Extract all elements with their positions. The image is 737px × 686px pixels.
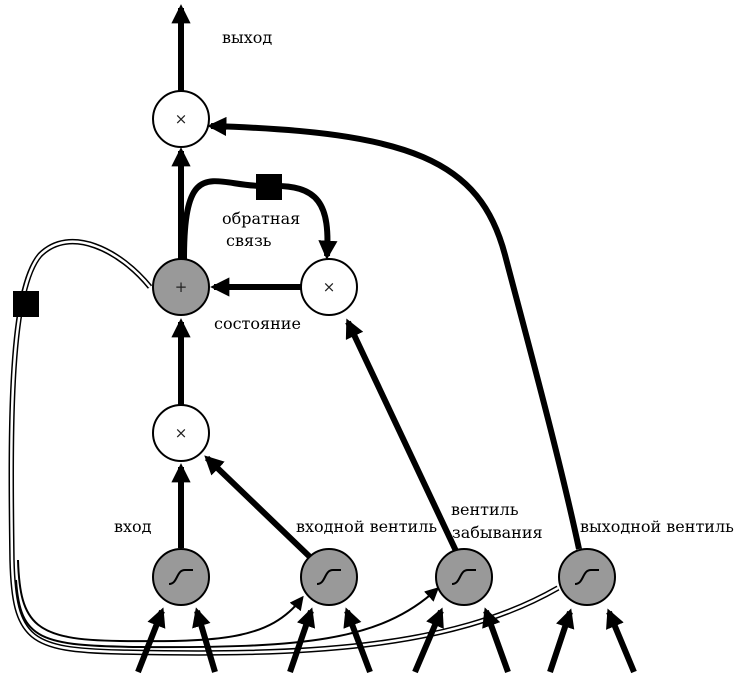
label-state: состояние — [214, 314, 301, 333]
sigmoid-curve-icon — [316, 569, 341, 585]
peephole-line-to-input-gate — [17, 559, 304, 643]
peephole-line-to-forget-gate — [15, 579, 440, 649]
label-forget-gate-line2: забывания — [452, 523, 543, 542]
output-gate-sigmoid-node — [558, 548, 616, 606]
svg-text:+: + — [175, 278, 188, 296]
label-forget-gate-line1: вентиль — [451, 500, 519, 519]
forget-mult-node: × — [300, 258, 358, 316]
forget-gate-sigmoid-node — [435, 548, 493, 606]
arrow-outputgate-to-output-mult — [207, 116, 582, 550]
input-mult-node: × — [152, 404, 210, 462]
label-output-gate: выходной вентиль — [580, 517, 734, 536]
svg-text:×: × — [323, 278, 336, 296]
arrow-forgetgate-to-mult — [345, 318, 459, 553]
main-connections — [171, 4, 582, 560]
svg-text:×: × — [175, 424, 188, 442]
input-sigmoid-node — [152, 548, 210, 606]
arrow-inputgate-to-mult — [204, 455, 313, 560]
incoming-arrows — [135, 607, 637, 674]
peephole-lines — [8, 238, 560, 656]
output-mult-node: × — [152, 90, 210, 148]
sigmoid-curve-icon — [451, 569, 476, 585]
delay-square-peephole — [13, 291, 39, 317]
state-sum-node: + — [152, 258, 210, 316]
label-input: вход — [114, 517, 152, 536]
sigmoid-curve-icon — [574, 569, 599, 585]
label-feedback-line2: связь — [226, 231, 272, 250]
delay-square-feedback — [256, 174, 282, 200]
label-feedback-line1: обратная — [222, 209, 300, 228]
svg-text:×: × — [175, 110, 188, 128]
sigmoid-curve-icon — [168, 569, 193, 585]
label-output: выход — [222, 28, 272, 47]
label-input-gate: входной вентиль — [296, 517, 437, 536]
input-gate-sigmoid-node — [300, 548, 358, 606]
